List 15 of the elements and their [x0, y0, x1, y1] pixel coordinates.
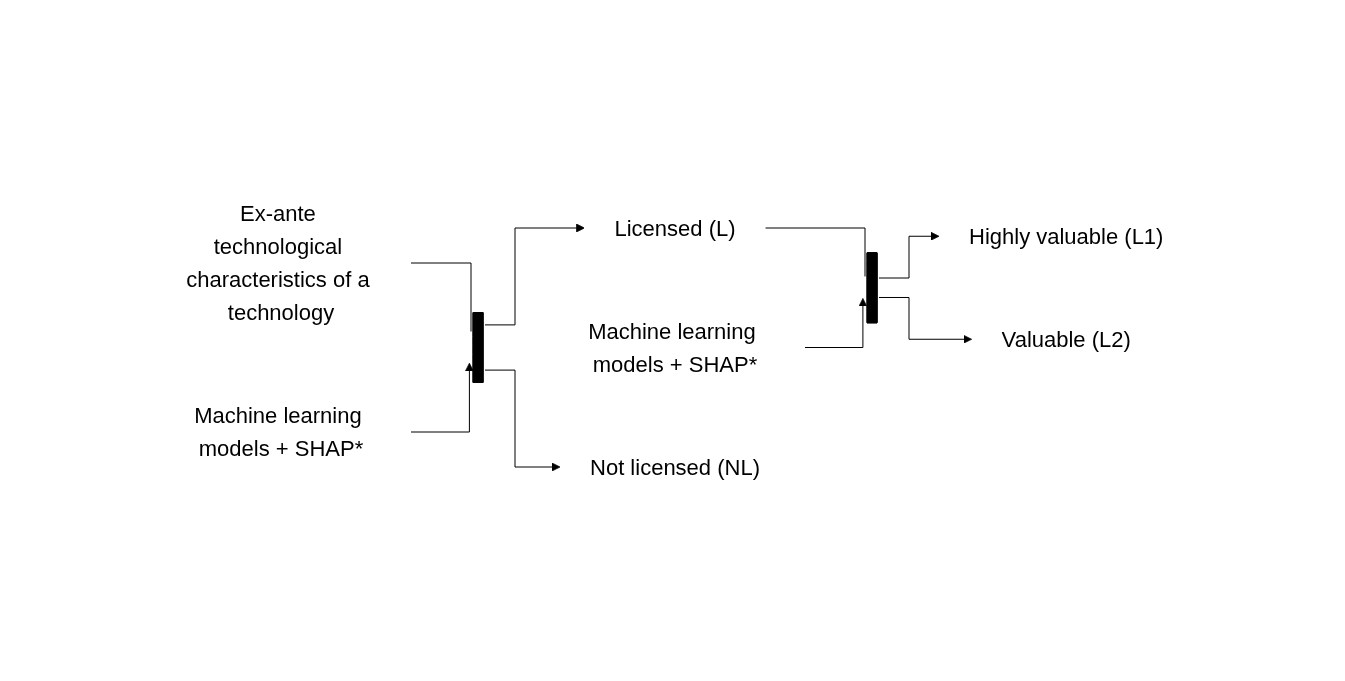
- arrow: [484, 223, 586, 326]
- connector: [410, 262, 472, 333]
- node-text: Machine learning models + SHAP*: [194, 403, 364, 462]
- node-text: Valuable (L2): [1001, 327, 1132, 352]
- arrow: [878, 232, 940, 279]
- node-text: Not licensed (NL): [590, 454, 761, 480]
- node-text: Licensed (L): [614, 215, 736, 241]
- node-text: Ex-ante technological characteristics of a technology: [186, 201, 370, 326]
- connector: [765, 227, 866, 278]
- arrow: [804, 298, 868, 349]
- arrow: [878, 297, 973, 344]
- node-text: Machine learning models + SHAP*: [588, 318, 758, 377]
- arrow: [484, 369, 561, 472]
- arrow: [410, 363, 475, 433]
- node-text: Highly valuable (L1): [969, 224, 1164, 249]
